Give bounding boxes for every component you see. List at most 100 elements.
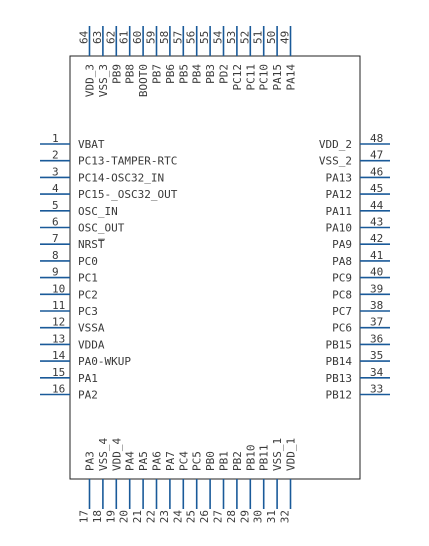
right-pin-number: 43 (370, 216, 383, 229)
top-pin-label: BOOT0 (137, 64, 150, 97)
right-pin-number: 40 (370, 266, 383, 279)
top-pin-label: PC12 (231, 64, 244, 91)
bottom-pin-label: PA7 (164, 451, 177, 471)
right-pin-group: 48VDD_247VSS_246PA1345PA1244PA1143PA1042… (319, 132, 390, 402)
top-pin-number: 61 (118, 31, 131, 44)
top-pin-label: PC11 (244, 64, 257, 91)
bottom-pin-number: 31 (265, 510, 278, 523)
top-pin-number: 49 (279, 31, 292, 44)
left-pin-label: PA1 (78, 372, 98, 385)
right-pin-number: 38 (370, 299, 383, 312)
right-pin-label: PA12 (326, 188, 353, 201)
bottom-pin-label: PB2 (231, 451, 244, 471)
bottom-pin-number: 19 (104, 510, 117, 523)
left-pin-label: PA2 (78, 389, 98, 402)
right-pin-label: PA8 (332, 255, 352, 268)
bottom-pin-label: PA5 (137, 451, 150, 471)
right-pin-number: 45 (370, 182, 383, 195)
bottom-pin-label: PB1 (218, 451, 231, 471)
left-pin-number: 15 (52, 366, 65, 379)
bottom-pin-number: 23 (158, 510, 171, 523)
left-pin-label: PC1 (78, 272, 98, 285)
right-pin-number: 46 (370, 165, 383, 178)
bottom-pin-label: VSS_4 (97, 438, 110, 471)
bottom-pin-number: 32 (279, 510, 292, 523)
bottom-pin-number: 22 (145, 510, 158, 523)
left-pin-label: VDDA (78, 338, 105, 351)
left-pin-label: OSC_IN (78, 205, 118, 218)
left-pin-label: OSC_OUT (78, 222, 125, 235)
left-pin-number: 6 (52, 216, 59, 229)
bottom-pin-number: 25 (185, 510, 198, 523)
left-pin-label: PC15-_OSC32_OUT (78, 188, 178, 201)
left-pin-number: 13 (52, 332, 65, 345)
left-pin-label: PC0 (78, 255, 98, 268)
right-pin-label: PA10 (326, 222, 353, 235)
top-pin-number: 60 (131, 31, 144, 44)
left-pin-number: 4 (52, 182, 59, 195)
right-pin-number: 36 (370, 332, 383, 345)
bottom-pin-label: PA6 (151, 451, 164, 471)
right-pin-label: PC6 (332, 322, 352, 335)
bottom-pin-number: 29 (238, 510, 251, 523)
bottom-pin-number: 28 (225, 510, 238, 523)
bottom-pin-label: PA4 (124, 451, 137, 471)
right-pin-number: 44 (370, 199, 384, 212)
right-pin-label: VDD_2 (319, 138, 352, 151)
bottom-pin-label: PB10 (244, 445, 257, 472)
bottom-pin-label: VDD_4 (110, 438, 123, 471)
right-pin-label: PB15 (326, 338, 353, 351)
top-pin-number: 58 (158, 31, 171, 44)
left-pin-number: 7 (52, 232, 59, 245)
top-pin-label: VDD_3 (84, 64, 97, 97)
left-pin-number: 11 (52, 299, 65, 312)
left-pin-label: PC3 (78, 305, 98, 318)
bottom-pin-group: 17PA318VSS_419VDD_420PA421PA522PA623PA72… (78, 438, 298, 524)
top-pin-number: 52 (238, 31, 251, 44)
top-pin-number: 62 (104, 31, 117, 44)
bottom-pin-label: VSS_1 (271, 438, 284, 471)
bottom-pin-label: PC5 (191, 451, 204, 471)
top-pin-number: 63 (91, 31, 104, 44)
right-pin-label: PC8 (332, 288, 352, 301)
left-pin-label: VSSA (78, 322, 105, 335)
left-pin-number: 8 (52, 249, 59, 262)
top-pin-label: PC10 (258, 64, 271, 91)
top-pin-number: 51 (252, 31, 265, 44)
top-pin-number: 56 (185, 31, 198, 44)
top-pin-label: PB6 (164, 64, 177, 84)
bottom-pin-number: 18 (91, 510, 104, 523)
bottom-pin-label: PA3 (84, 451, 97, 471)
left-pin-number: 3 (52, 165, 59, 178)
right-pin-number: 48 (370, 132, 383, 145)
left-pin-number: 10 (52, 282, 65, 295)
left-pin-label: NRST (78, 238, 105, 251)
bottom-pin-number: 20 (118, 510, 131, 523)
right-pin-label: PB13 (326, 372, 353, 385)
bottom-pin-number: 30 (252, 510, 265, 523)
left-pin-number: 2 (52, 149, 59, 162)
top-pin-number: 54 (212, 30, 225, 44)
top-pin-number: 55 (198, 31, 211, 44)
right-pin-label: PB12 (326, 389, 353, 402)
left-pin-number: 16 (52, 383, 65, 396)
left-pin-label: VBAT (78, 138, 105, 151)
left-pin-label: PC13-TAMPER-RTC (78, 155, 177, 168)
bottom-pin-label: PB0 (204, 451, 217, 471)
top-pin-label: VSS_3 (97, 64, 110, 97)
left-pin-number: 5 (52, 199, 59, 212)
bottom-pin-number: 24 (171, 510, 184, 524)
bottom-pin-label: PB11 (258, 445, 271, 472)
left-pin-number: 1 (52, 132, 59, 145)
top-pin-label: PB7 (151, 64, 164, 84)
right-pin-label: VSS_2 (319, 155, 352, 168)
top-pin-number: 57 (171, 31, 184, 44)
left-pin-label: PC14-OSC32_IN (78, 171, 164, 184)
left-pin-number: 9 (52, 266, 59, 279)
right-pin-number: 39 (370, 282, 383, 295)
top-pin-label: PB5 (177, 64, 190, 84)
top-pin-label: PA15 (271, 64, 284, 91)
left-pin-number: 12 (52, 316, 65, 329)
bottom-pin-number: 21 (131, 510, 144, 523)
